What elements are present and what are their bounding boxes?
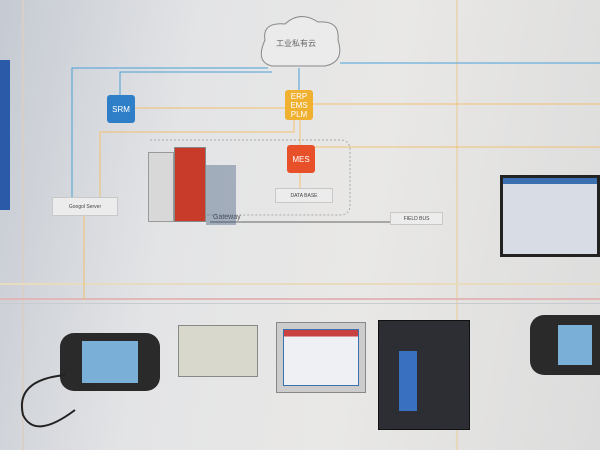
gateway-device-red-panel <box>174 147 206 222</box>
gateway-device <box>148 152 174 222</box>
teach-pendant-right <box>530 315 600 375</box>
fieldbus-box: FIELD BUS <box>390 212 443 225</box>
gateway-label: Gateway <box>213 214 241 221</box>
plm-label: PLM <box>290 109 308 119</box>
plc-module <box>178 325 258 377</box>
left-panel-edge <box>0 60 10 210</box>
pendant-cable <box>20 374 76 428</box>
panel-seam <box>0 303 600 304</box>
panel-seam <box>22 0 24 450</box>
erp-label: ERP <box>290 91 308 101</box>
erp-node: ERP EMS PLM <box>285 90 313 120</box>
diagram-lines <box>71 16 600 300</box>
database-box: DATA BASE <box>275 188 333 203</box>
panel-seam <box>0 298 600 300</box>
cloud-label: 工业私有云 <box>276 39 316 48</box>
mes-node: MES <box>287 145 315 173</box>
teach-pendant-left <box>60 333 160 391</box>
panel-seam <box>0 283 600 285</box>
hmi-panel <box>276 322 366 393</box>
servo-drive <box>378 320 470 430</box>
gateway-shadow <box>206 165 236 225</box>
panel-seam <box>456 0 458 450</box>
googol-server-box: Googol Server <box>52 197 118 216</box>
ems-label: EMS <box>290 100 308 110</box>
monitor <box>500 175 600 257</box>
srm-node: SRM <box>107 95 135 123</box>
